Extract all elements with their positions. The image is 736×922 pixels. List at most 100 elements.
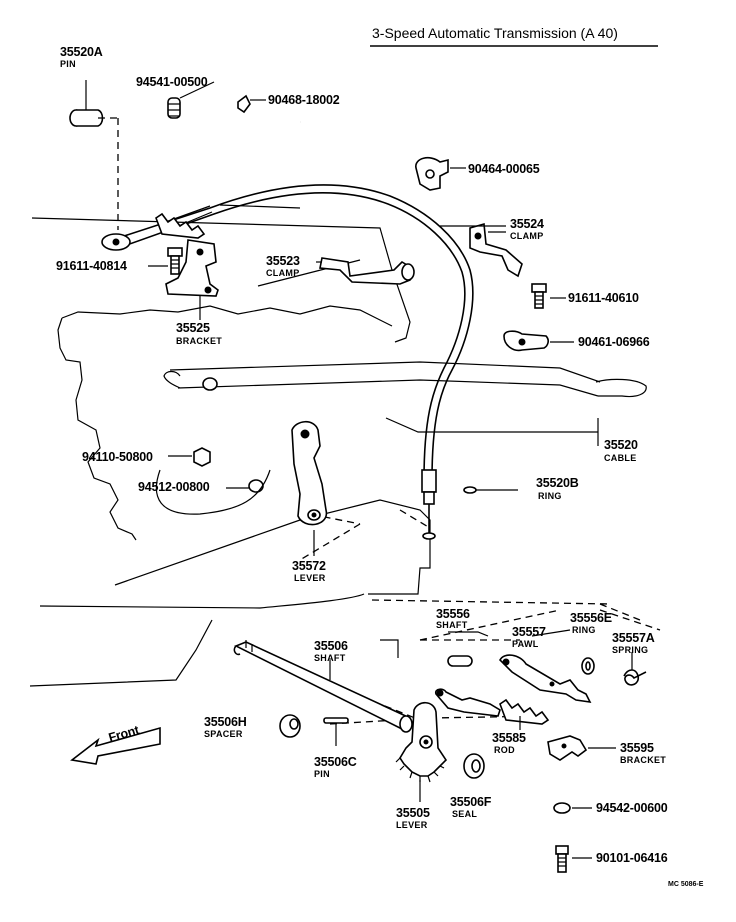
bolt-90101-part[interactable] xyxy=(555,845,592,873)
catalog-code: MC 5086-E xyxy=(668,881,704,888)
shaft-35506-part[interactable] xyxy=(233,640,413,733)
svg-text:35505: 35505 xyxy=(396,806,430,820)
svg-text:35506F: 35506F xyxy=(450,795,492,809)
label-90464-00065[interactable]: 90464-00065 xyxy=(468,162,540,176)
label-35506F[interactable]: 35506F SEAL xyxy=(450,795,492,819)
bracket-35595-part[interactable] xyxy=(547,735,616,761)
label-35520A[interactable]: 35520A PIN xyxy=(60,45,103,69)
front-label: Front xyxy=(107,723,142,745)
washer-94542-part[interactable] xyxy=(553,802,592,814)
svg-text:PIN: PIN xyxy=(60,59,76,69)
svg-text:94542-00600: 94542-00600 xyxy=(596,801,668,815)
label-90461-06966[interactable]: 90461-06966 xyxy=(578,335,650,349)
svg-text:CLAMP: CLAMP xyxy=(266,268,300,278)
label-35523[interactable]: 35523 CLAMP xyxy=(266,254,300,278)
label-35506C[interactable]: 35506C PIN xyxy=(314,755,357,779)
label-35585[interactable]: 35585 ROD xyxy=(492,731,526,755)
label-leaders xyxy=(179,81,506,227)
bolt-91611-40814-part[interactable] xyxy=(148,247,183,275)
svg-text:94512-00800: 94512-00800 xyxy=(138,480,210,494)
svg-text:35557A: 35557A xyxy=(612,631,655,645)
front-arrow-icon: Front xyxy=(70,723,161,765)
svg-text:90101-06416: 90101-06416 xyxy=(596,851,668,865)
label-90101-06416[interactable]: 90101-06416 xyxy=(596,851,668,865)
label-94512-00800[interactable]: 94512-00800 xyxy=(138,480,210,494)
ring-35520B-part[interactable] xyxy=(463,486,477,494)
pin-35506C-part[interactable] xyxy=(323,717,349,746)
svg-text:35506: 35506 xyxy=(314,639,348,653)
clip-90468-part[interactable] xyxy=(237,94,266,114)
svg-text:94541-00500: 94541-00500 xyxy=(136,75,208,89)
label-35556E[interactable]: 35556E RING xyxy=(570,611,612,635)
clamp-35524-part[interactable] xyxy=(469,222,523,278)
label-35556[interactable]: 35556 SHAFT xyxy=(436,607,470,630)
svg-text:35556E: 35556E xyxy=(570,611,612,625)
label-35557[interactable]: 35557 PAWL xyxy=(512,625,546,649)
clamp-90461-part[interactable] xyxy=(503,330,574,352)
svg-text:35520B: 35520B xyxy=(536,476,579,490)
bracket-35525-part[interactable] xyxy=(165,239,219,320)
label-35572[interactable]: 35572 LEVER xyxy=(292,559,326,583)
pin-35520A-part[interactable] xyxy=(69,80,120,127)
svg-text:LEVER: LEVER xyxy=(396,820,428,830)
diagram-title: 3-Speed Automatic Transmission (A 40) xyxy=(372,25,618,41)
svg-text:35595: 35595 xyxy=(620,741,654,755)
svg-text:CABLE: CABLE xyxy=(604,453,637,463)
part-labels: 35520A PIN 94541-00500 90468-18002 90464… xyxy=(56,45,668,865)
bolt-91611-40610-part[interactable] xyxy=(531,283,566,309)
rod-35585-part[interactable] xyxy=(434,688,550,730)
label-35506H[interactable]: 35506H SPACER xyxy=(204,715,247,739)
label-35557A[interactable]: 35557A SPRING xyxy=(612,631,655,655)
svg-text:CLAMP: CLAMP xyxy=(510,231,544,241)
label-90468-18002[interactable]: 90468-18002 xyxy=(268,93,340,107)
fastener-94541-part[interactable] xyxy=(167,97,181,119)
svg-text:35523: 35523 xyxy=(266,254,300,268)
label-35520[interactable]: 35520 CABLE xyxy=(604,438,638,463)
washer-94512-part[interactable] xyxy=(155,469,271,515)
clamp-90464-part[interactable] xyxy=(415,156,466,191)
label-91611-40814[interactable]: 91611-40814 xyxy=(56,259,127,273)
pawl-35557-part[interactable] xyxy=(499,629,592,704)
clamp-35523-part[interactable] xyxy=(316,257,415,285)
shaft-35556-part[interactable] xyxy=(447,631,489,667)
svg-text:90461-06966: 90461-06966 xyxy=(578,335,650,349)
cable-35520[interactable] xyxy=(101,184,474,540)
lever-35505-part[interactable] xyxy=(395,701,448,802)
svg-text:LEVER: LEVER xyxy=(294,573,326,583)
spring-35557A-part[interactable] xyxy=(623,652,647,686)
svg-text:PAWL: PAWL xyxy=(512,639,539,649)
transmission-case-outline xyxy=(29,204,647,687)
svg-text:SHAFT: SHAFT xyxy=(436,620,468,630)
ring-35556E-part[interactable] xyxy=(581,657,595,675)
svg-text:PIN: PIN xyxy=(314,769,330,779)
svg-text:91611-40610: 91611-40610 xyxy=(568,291,639,305)
label-35595[interactable]: 35595 BRACKET xyxy=(620,741,666,765)
lever-35572-part[interactable] xyxy=(291,420,327,556)
nut-94110-part[interactable] xyxy=(168,447,211,467)
svg-text:SPRING: SPRING xyxy=(612,645,648,655)
seal-35506F-part[interactable] xyxy=(463,753,485,779)
svg-text:BRACKET: BRACKET xyxy=(176,336,222,346)
label-35524[interactable]: 35524 CLAMP xyxy=(510,217,544,241)
svg-text:35572: 35572 xyxy=(292,559,326,573)
svg-text:SPACER: SPACER xyxy=(204,729,243,739)
spacer-35506H-part[interactable] xyxy=(279,714,301,738)
svg-text:35506H: 35506H xyxy=(204,715,247,729)
svg-text:35520A: 35520A xyxy=(60,45,103,59)
label-35505[interactable]: 35505 LEVER xyxy=(396,806,430,830)
svg-text:90468-18002: 90468-18002 xyxy=(268,93,340,107)
label-35525[interactable]: 35525 BRACKET xyxy=(176,321,222,346)
svg-text:35520: 35520 xyxy=(604,438,638,452)
label-35506[interactable]: 35506 SHAFT xyxy=(314,639,348,663)
svg-text:35524: 35524 xyxy=(510,217,544,231)
label-91611-40610[interactable]: 91611-40610 xyxy=(568,291,639,305)
label-94542-00600[interactable]: 94542-00600 xyxy=(596,801,668,815)
svg-text:RING: RING xyxy=(538,491,562,501)
label-94110-50800[interactable]: 94110-50800 xyxy=(82,450,153,464)
label-94541-00500[interactable]: 94541-00500 xyxy=(136,75,208,89)
svg-text:RING: RING xyxy=(572,625,596,635)
svg-text:91611-40814: 91611-40814 xyxy=(56,259,127,273)
label-35520B[interactable]: 35520B RING xyxy=(536,476,579,501)
svg-text:35556: 35556 xyxy=(436,607,470,621)
